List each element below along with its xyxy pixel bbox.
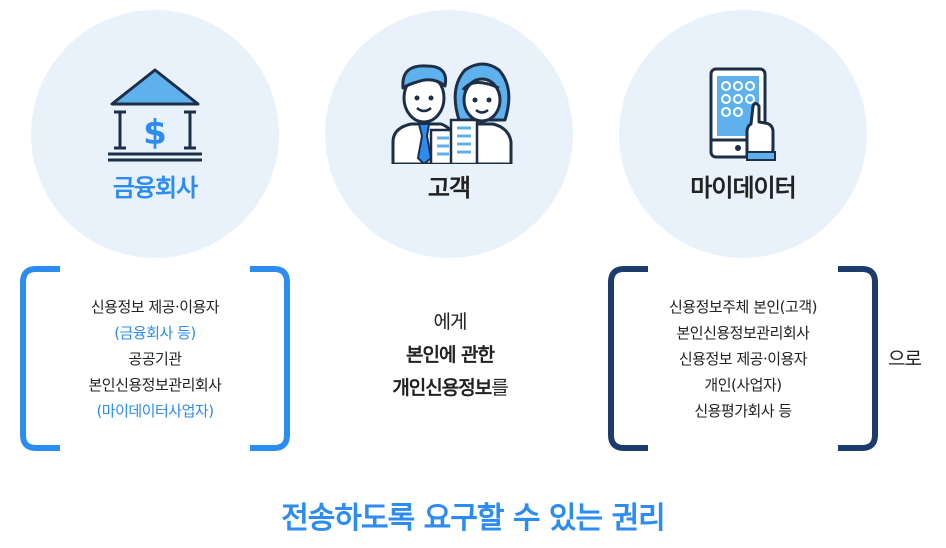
middle-text: 에게 본인에 관한 개인신용정보를	[340, 306, 560, 405]
recipient-item: 신용정보주체 본인(고객)	[669, 298, 817, 316]
sender-item: 신용정보 제공·이용자	[90, 298, 220, 316]
sender-item: (금융회사 등)	[114, 324, 196, 342]
party-title-financial: 금융회사	[112, 174, 198, 202]
right-bracket-pair	[608, 266, 878, 451]
svg-text:$: $	[143, 113, 167, 153]
sender-item: 공공기관	[128, 350, 182, 368]
recipient-list: 신용정보주체 본인(고객) 본인신용정보관리회사 신용정보 제공·이용자 개인(…	[613, 294, 873, 424]
middle-line-2: 본인에 관한	[405, 344, 495, 366]
recipient-item: 본인신용정보관리회사	[676, 324, 810, 342]
customers-icon	[391, 62, 513, 164]
party-title-mydata: 마이데이터	[690, 174, 796, 202]
bank-icon: $	[108, 68, 202, 162]
left-bracket-pair	[20, 266, 290, 451]
middle-line-1: 에게	[433, 311, 468, 333]
customer-circle: 고객	[325, 10, 573, 258]
sender-item: 본인신용정보관리회사	[88, 376, 222, 394]
suffix-text: 으로	[888, 348, 922, 370]
tablet-touch-icon	[709, 67, 776, 161]
sender-list: 신용정보 제공·이용자 (금융회사 등) 공공기관 본인신용정보관리회사 (마이…	[25, 294, 285, 424]
middle-line-3-rest: 를	[491, 377, 509, 399]
middle-line-3-bold: 개인신용정보	[392, 377, 492, 399]
financial-company-circle: $ 금융회사	[31, 10, 279, 258]
recipient-item: 개인(사업자)	[704, 376, 782, 394]
mydata-circle: 마이데이터	[619, 10, 867, 258]
party-title-customer: 고객	[427, 174, 471, 202]
recipient-item: 신용평가회사 등	[694, 402, 792, 420]
sender-item: (마이데이터사업자)	[96, 402, 214, 420]
recipient-item: 신용정보 제공·이용자	[678, 350, 808, 368]
footer-title: 전송하도록 요구할 수 있는 권리	[281, 501, 666, 536]
